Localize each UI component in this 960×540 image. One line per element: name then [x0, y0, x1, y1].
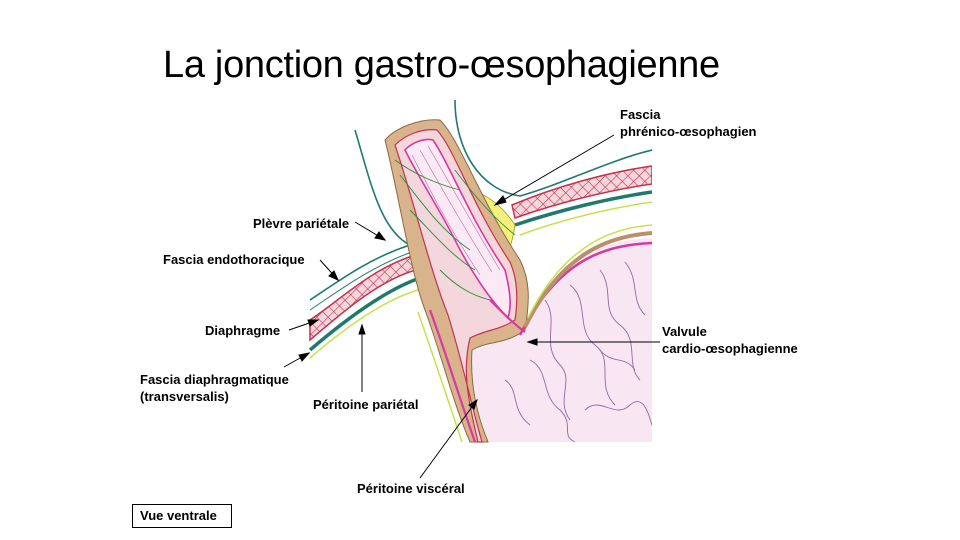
parietal-peritoneum-right — [519, 201, 652, 236]
label-transversalis-fascia: Fascia diaphragmatique (transversalis) — [140, 371, 289, 405]
gastric-outer-left — [428, 309, 477, 443]
visceral-peritoneum-left — [417, 311, 463, 443]
label-visceral-peritoneum: Péritoine viscéral — [357, 481, 465, 496]
label-diaphragm: Diaphragme — [205, 323, 281, 338]
leader-lines — [283, 134, 660, 479]
visceral-peritoneum-right — [527, 224, 652, 319]
label-line: cardio-œsophagienne — [662, 341, 798, 356]
transversalis-fascia-right — [514, 190, 652, 227]
label-line: Valvule — [662, 324, 707, 339]
parietal-peritoneum-left — [309, 287, 426, 359]
label-parietal-peritoneum: Péritoine pariétal — [313, 397, 419, 412]
cardioesophageal-valve-line — [489, 299, 526, 333]
view-label-box: Vue ventrale — [132, 504, 232, 528]
label-parietal-pleura: Plèvre pariétale — [253, 216, 350, 231]
gastric-wall-line — [523, 231, 652, 328]
transversalis-fascia-left — [308, 276, 421, 352]
label-line: Fascia diaphragmatique — [140, 372, 289, 387]
esophageal-mucosa-lines — [411, 145, 501, 276]
gastric-folds — [504, 261, 652, 443]
page-title: La jonction gastro-œsophagienne — [163, 44, 720, 86]
label-line: phrénico-œsophagien — [620, 124, 757, 139]
phrenoesophageal-fascia-fibers — [394, 159, 516, 301]
label-line: (transversalis) — [140, 389, 229, 404]
parietal-pleura-arc-left — [354, 129, 411, 246]
label-line: Fascia — [620, 107, 661, 122]
label-cardioesophageal-valve: Valvule cardio-œsophagienne — [662, 323, 798, 357]
endothoracic-fascia — [309, 251, 413, 311]
diaphragm-right — [511, 165, 652, 219]
label-endothoracic-fascia: Fascia endothoracique — [163, 252, 305, 267]
parietal-pleura-right — [454, 99, 652, 197]
parietal-pleura-left — [309, 244, 411, 301]
label-fascia-phrenoesophageal: Fascia phrénico-œsophagien — [620, 106, 757, 140]
esophageal-lumen — [404, 138, 511, 320]
